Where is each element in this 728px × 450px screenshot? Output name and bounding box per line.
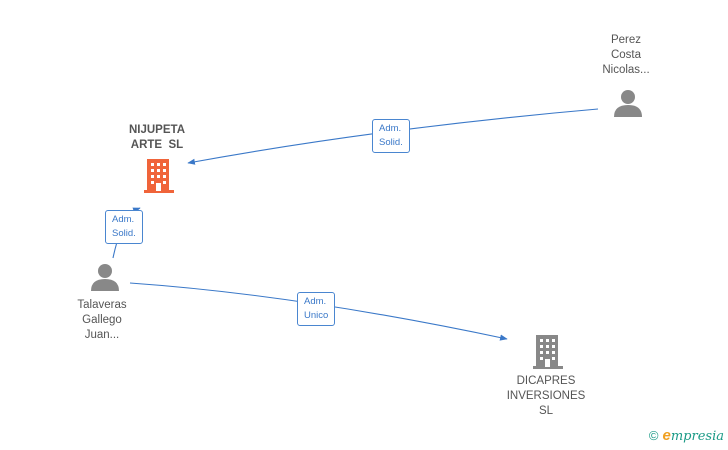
copyright-symbol: © xyxy=(648,428,659,443)
node-label-line: INVERSIONES xyxy=(506,390,586,402)
brand-initial: e xyxy=(662,427,671,444)
edge-label-line: Solid. xyxy=(379,137,403,148)
edge-label-perez-nijupeta[interactable]: Adm. Solid. xyxy=(372,119,410,153)
edge-label-talaveras-nijupeta[interactable]: Adm. Solid. xyxy=(105,210,143,244)
building-icon[interactable] xyxy=(532,335,564,369)
node-label-line: Gallego xyxy=(82,314,122,326)
edge-label-line: Unico xyxy=(304,310,329,321)
edge-label-line: Adm. xyxy=(379,123,402,134)
edge-label-line: Adm. xyxy=(112,214,135,225)
node-label-talaveras: Talaveras Gallego Juan... xyxy=(60,298,144,343)
node-label-line: ARTE SL xyxy=(130,139,184,151)
node-label-line: Nicolas... xyxy=(602,64,650,76)
node-label-line: Costa xyxy=(610,49,642,61)
node-label-nijupeta: NIJUPETA ARTE SL xyxy=(112,123,202,153)
edge-label-talaveras-dicapres[interactable]: Adm. Unico xyxy=(297,292,336,326)
node-label-line: DICAPRES xyxy=(516,375,576,387)
node-label-line: Juan... xyxy=(84,329,120,341)
building-icon[interactable] xyxy=(143,159,175,193)
person-icon[interactable] xyxy=(90,262,120,292)
edge-label-line: Adm. xyxy=(304,296,327,307)
node-label-dicapres: DICAPRES INVERSIONES SL xyxy=(498,374,594,419)
person-icon[interactable] xyxy=(613,88,643,118)
node-label-line: Perez xyxy=(610,34,642,46)
edge-label-line: Solid. xyxy=(112,228,136,239)
brand-text: mpresia xyxy=(670,429,724,444)
brand-logo: ©empresia xyxy=(649,427,724,444)
node-label-line: Talaveras xyxy=(77,299,127,311)
node-label-perez: Perez Costa Nicolas... xyxy=(586,33,666,78)
node-label-line: NIJUPETA xyxy=(128,124,186,136)
node-label-line: SL xyxy=(538,405,554,417)
